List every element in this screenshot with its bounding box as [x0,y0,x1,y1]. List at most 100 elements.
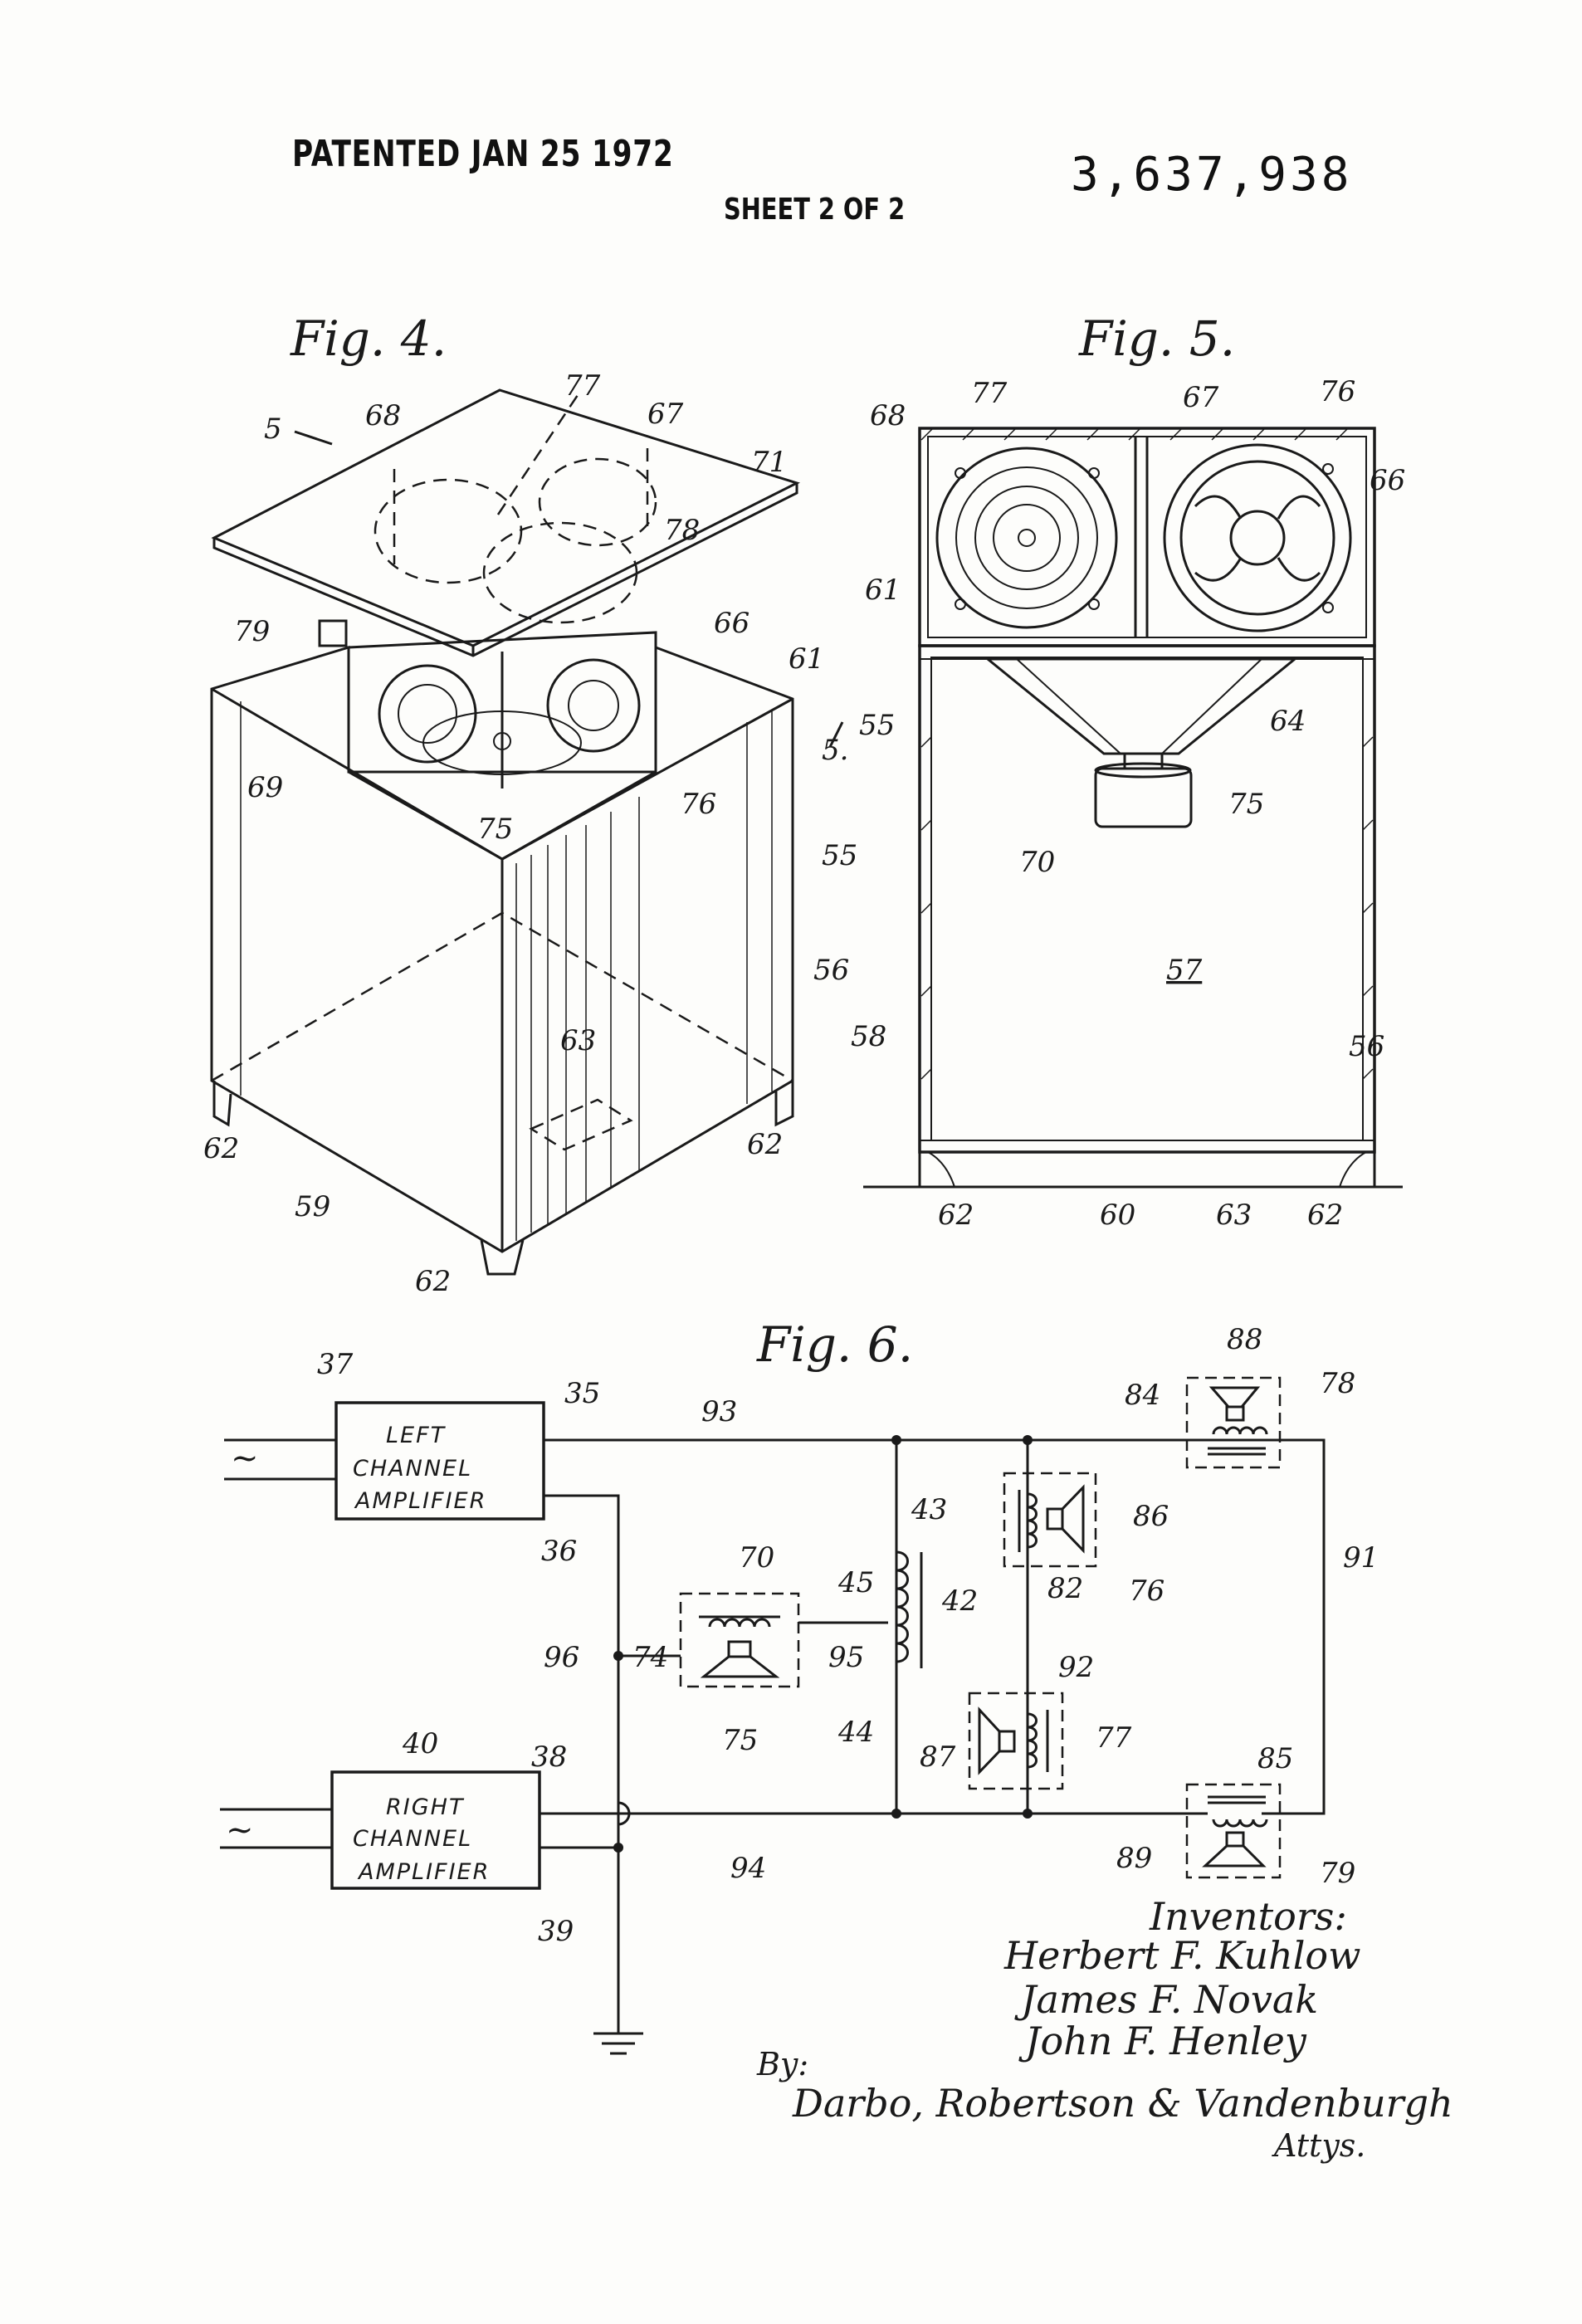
ref-70: 70 [1019,846,1055,879]
ref-79: 79 [234,615,270,648]
ref-36: 36 [541,1535,577,1568]
section-arrow-5a [294,430,333,446]
screw [1088,598,1100,610]
speaker-77-coil [1027,1712,1038,1769]
ref-75: 75 [722,1724,758,1757]
figure-5: Fig. 5. [851,310,1405,1232]
ref-42: 42 [941,1584,978,1618]
speaker-76-cone-86 [1061,1484,1085,1554]
leg-62-front [480,1239,525,1276]
by-label: By: [756,2046,808,2082]
ref-55: 55 [822,839,857,872]
ref-63: 63 [1216,1199,1252,1232]
attys-label: Attys. [1272,2127,1365,2164]
ref-86: 86 [1133,1500,1169,1533]
left-channel-amplifier [334,1401,545,1521]
speaker-77-cone-87 [978,1706,1001,1775]
right-channel-amplifier [330,1770,541,1890]
ref-40: 40 [402,1727,438,1760]
junction [613,1651,623,1661]
ref-76: 76 [681,788,716,821]
cabinet-top-edge-right [501,697,793,861]
speaker-77-center [1018,529,1036,547]
section-arrow-5b [828,721,844,748]
left-amp-line1: LEFT [386,1423,447,1448]
ref-79: 79 [1320,1857,1355,1890]
fig5-reference-numerals: 68 77 67 76 66 61 55 64 75 70 58 56 62 6… [851,375,1405,1232]
cone-line [1161,658,1262,754]
ref-76: 76 [1129,1575,1165,1608]
ref-61: 61 [865,574,901,607]
ref-77: 77 [1096,1721,1132,1755]
patent-number: 3,637,938 [1071,148,1353,202]
inventor-name-3: John F. Henley [1018,2019,1307,2063]
figure-4: Fig. 4. [203,310,857,1298]
cabinet-outline [210,645,794,1253]
speaker-76-cone [568,680,619,731]
ref-39: 39 [538,1915,574,1948]
screw [1322,463,1334,475]
ref-77: 77 [564,369,601,403]
ref-82: 82 [1047,1572,1083,1605]
ref-64: 64 [1270,705,1306,738]
woofer-75-top [422,710,582,775]
screw [1088,467,1100,479]
magnet-70-top [1094,762,1192,779]
junction [1023,1809,1033,1819]
speaker-77 [935,447,1118,629]
ref-78: 78 [664,514,700,547]
ac-symbol-left: ~ [231,1439,259,1477]
ref-94: 94 [730,1852,766,1885]
ref-93: 93 [701,1395,737,1428]
ref-66: 66 [714,607,749,640]
ref-35: 35 [564,1377,600,1410]
speaker-78-cone-88 [1208,1386,1261,1409]
speaker-76 [546,658,641,753]
speaker-76 [1163,443,1352,632]
left-amp-line2: CHANNEL [353,1456,472,1482]
speaker-70-box [679,1592,800,1688]
hidden-port-63 [529,1098,633,1151]
speaker-76-box [1003,1472,1097,1568]
wall-hatching [920,427,1374,1080]
ref-62b: 62 [747,1128,783,1161]
fig4-title: Fig. 4. [290,310,447,367]
speaker-76-frame [1179,460,1335,616]
ref-62a: 62 [938,1199,974,1232]
ref-61: 61 [789,642,824,676]
ref-84: 84 [1125,1379,1160,1412]
speaker-69-cone [398,684,457,744]
hidden-speaker-67 [538,457,657,547]
speaker-77-box [968,1692,1064,1790]
speaker-76-coil-82 [1027,1492,1038,1549]
screw [955,467,966,479]
fig6-reference-numerals: 37 35 93 88 84 78 36 43 86 70 45 42 82 7… [317,1323,1379,1948]
sheet-number: SHEET 2 OF 2 [724,193,906,227]
speaker-76-magnet [1046,1507,1064,1531]
speaker-70-coil-74 [708,1618,771,1628]
ref-96: 96 [544,1641,579,1674]
fig5-title: Fig. 5. [1078,310,1235,367]
patented-date: PATENTED JAN 25 1972 [292,133,674,175]
inventor-name-1: Herbert F. Kuhlow [1003,1933,1360,1978]
fig6-title: Fig. 6. [756,1316,913,1373]
ref-62b: 62 [1307,1199,1343,1232]
junction [613,1843,623,1853]
ref-68: 68 [365,399,401,432]
ref-74: 74 [632,1641,668,1674]
ref-67: 67 [647,398,684,431]
autotransformer-42 [896,1550,909,1663]
ref-59: 59 [295,1190,330,1223]
hidden-speaker-77 [482,521,638,624]
ref-92: 92 [1058,1651,1094,1684]
hidden-edge-3 [496,389,583,515]
speaker-78-magnet [1225,1405,1245,1422]
ref-63: 63 [560,1024,596,1057]
cabinet-section [918,644,1376,1154]
ref-69: 69 [247,771,283,804]
signature-block: Inventors: Herbert F. Kuhlow James F. No… [756,1894,1453,2164]
ref-76: 76 [1320,375,1355,408]
speaker-79-tweeter [318,619,348,647]
